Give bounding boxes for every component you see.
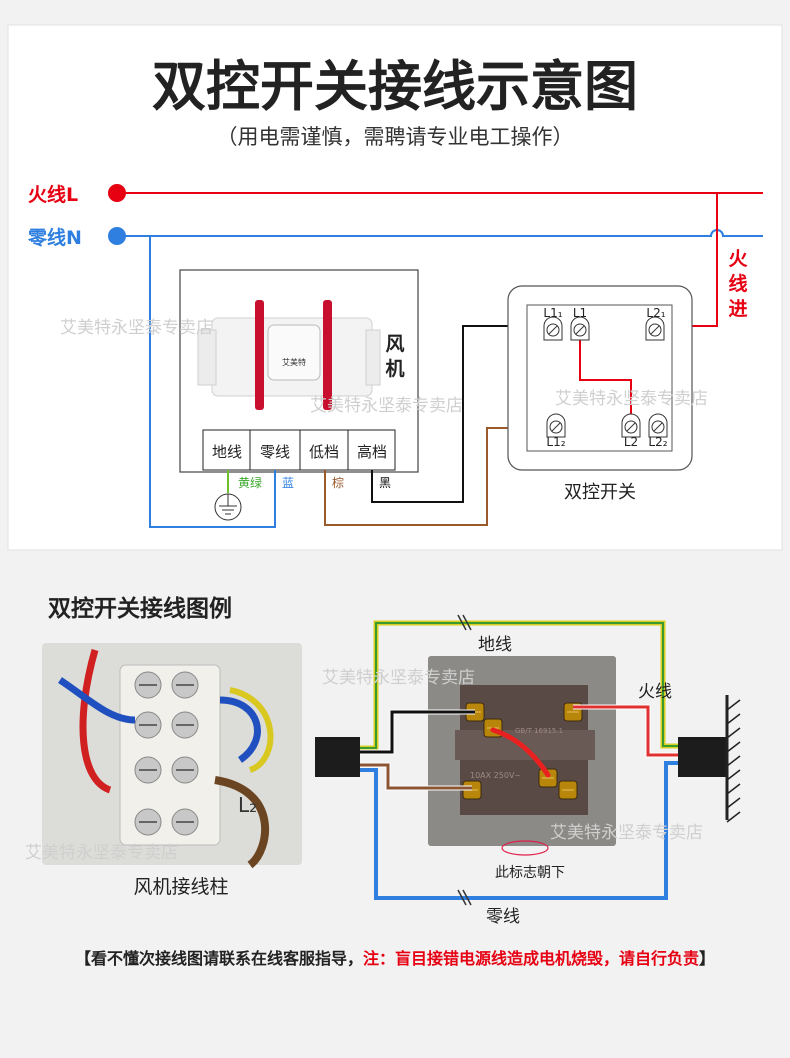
live-in-label: 火 <box>728 248 748 270</box>
live-in-label: 线 <box>728 272 747 295</box>
ground-wire-stripe <box>360 622 680 749</box>
note-warning: 注：盲目接错电源线造成电机烧毁，请自行负责 <box>363 949 699 968</box>
wire-color-label: 棕 <box>332 475 344 490</box>
terminal-low: 低档 <box>309 443 339 461</box>
cable-left <box>315 737 360 777</box>
screw-icon <box>171 756 199 784</box>
switch-label: 双控开关 <box>564 482 636 503</box>
cable-right <box>678 737 726 777</box>
screw-icon <box>171 711 199 739</box>
fan-image: 艾美特 <box>197 300 381 410</box>
neutral-label-bottom: 零线 <box>486 907 520 927</box>
terminal-neutral: 零线 <box>260 443 290 461</box>
wire-color-label: 黑 <box>379 476 391 490</box>
live-label: 火线L <box>28 183 78 206</box>
fan-brand: 艾美特 <box>282 357 306 367</box>
brass-terminal-icon <box>538 768 558 788</box>
watermarks: 艾美特永坚泰专卖店 艾美特永坚泰专卖店 艾美特永坚泰专卖店 艾美特永坚泰专卖店 … <box>25 318 708 863</box>
fan-label: 机 <box>385 358 404 380</box>
jumper-wire-bottom <box>490 727 551 778</box>
watermark: 艾美特永坚泰专卖店 <box>25 843 178 863</box>
brown-wire-bottom <box>358 763 472 790</box>
footer-note: 【看不懂次接线图请联系在线客服指导，注：盲目接错电源线造成电机烧毁，请自行负责】 <box>75 949 715 968</box>
watermark: 艾美特永坚泰专卖店 <box>310 396 463 416</box>
screw-icon <box>134 671 162 699</box>
screw-icon <box>171 808 199 836</box>
label-l22: L2₂ <box>648 435 667 449</box>
live-terminal-dot <box>108 184 126 202</box>
photo-caption: 风机接线柱 <box>133 876 228 898</box>
page-title: 双控开关接线示意图 <box>152 55 638 118</box>
screw-icon <box>134 756 162 784</box>
watermark: 艾美特永坚泰专卖店 <box>322 668 475 688</box>
mark-highlight <box>501 840 549 856</box>
break-mark <box>462 889 472 906</box>
subtitle: （用电需谨慎，需聘请专业电工操作） <box>217 125 574 149</box>
watermark: 艾美特永坚泰专卖店 <box>555 389 708 409</box>
screw-terminal-icon <box>645 316 665 341</box>
screw-icon <box>134 808 162 836</box>
fan-terminal-photo: L₂ <box>42 643 302 869</box>
label-l12: L1₂ <box>546 435 565 449</box>
wall-hatch <box>726 699 741 823</box>
switch-rating: 10AX 250V~ <box>470 771 521 780</box>
switch-standard: GB/T 16915.1 <box>515 727 563 735</box>
label-l11: L1₁ <box>543 306 562 320</box>
ground-symbol-icon <box>214 493 242 521</box>
live-wire-bottom <box>573 705 680 757</box>
screw-terminal-icon <box>570 316 590 341</box>
neutral-wire-bottom <box>360 761 680 900</box>
screw-terminal-icon <box>546 413 566 438</box>
brass-terminal-icon <box>558 780 578 800</box>
break-mark <box>462 614 472 631</box>
brown-wire <box>324 427 548 526</box>
ground-label: 地线 <box>478 635 512 655</box>
neutral-terminal-dot <box>108 227 126 245</box>
photo-mark: L₂ <box>238 793 257 817</box>
break-mark <box>457 889 467 906</box>
screw-terminal-icon <box>543 316 563 341</box>
screw-icon <box>171 671 199 699</box>
screw-terminal-icon <box>648 413 668 438</box>
terminal-ground: 地线 <box>212 443 242 461</box>
black-wire <box>371 325 546 503</box>
fan-label: 风 <box>385 333 404 355</box>
label-l1: L1 <box>573 306 587 320</box>
note-prefix: 【看不懂次接线图请联系在线客服指导， <box>75 949 363 968</box>
break-mark <box>457 614 467 631</box>
neutral-fan-wire <box>149 236 276 528</box>
watermark: 艾美特永坚泰专卖店 <box>60 318 213 338</box>
terminal-high: 高档 <box>357 443 387 461</box>
screw-terminal-icon <box>621 413 641 438</box>
switch-jumper-wire <box>579 338 632 418</box>
note-suffix: 】 <box>699 949 715 968</box>
section-title: 双控开关接线图例 <box>48 595 232 622</box>
mark-note: 此标志朝下 <box>495 865 565 881</box>
watermark: 艾美特永坚泰专卖店 <box>550 823 703 843</box>
label-l21: L2₁ <box>646 306 665 320</box>
screw-icon <box>134 711 162 739</box>
wire-color-label: 蓝 <box>282 476 294 490</box>
wire-color-label: 黄绿 <box>238 475 262 490</box>
live-label-bottom: 火线 <box>638 682 672 702</box>
neutral-label: 零线N <box>27 226 82 249</box>
live-in-label: 进 <box>728 298 747 320</box>
label-l2: L2 <box>624 435 638 449</box>
black-wire-bottom <box>358 710 475 754</box>
fan-terminal-strip: 地线 零线 低档 高档 <box>202 429 396 471</box>
